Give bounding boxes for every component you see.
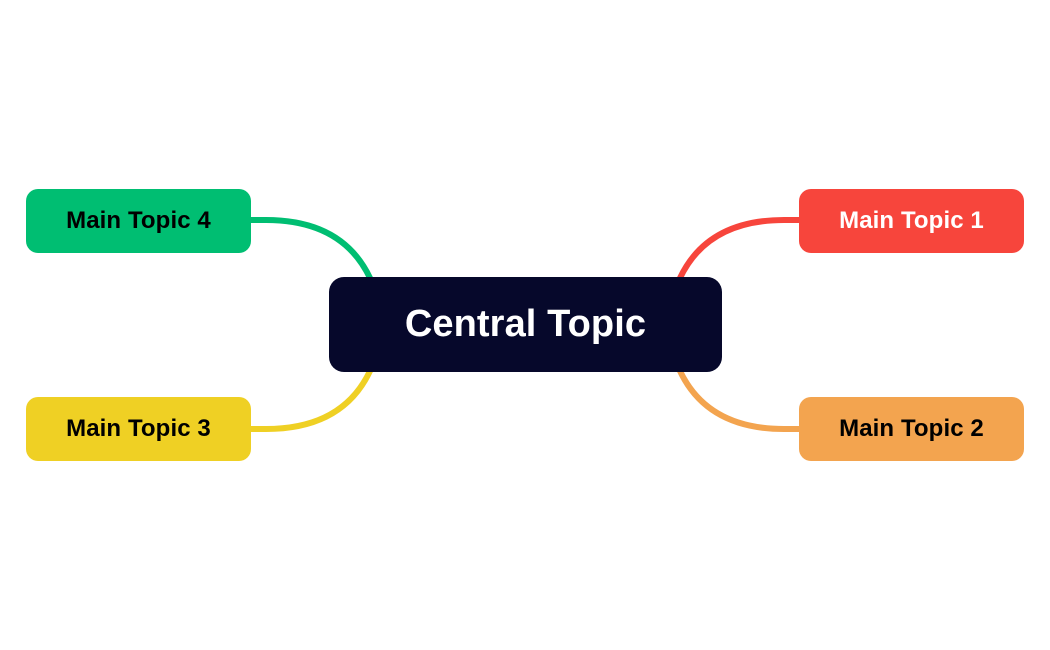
connector-topic-3 [246, 368, 373, 432]
node-label-main-topic-4: Main Topic 4 [66, 207, 211, 235]
node-label-central-topic: Central Topic [404, 302, 647, 345]
node-main-topic-4[interactable]: Main Topic 4 [26, 189, 251, 253]
connector-topic-4 [246, 217, 373, 281]
node-label-main-topic-3: Main Topic 3 [66, 415, 211, 443]
node-main-topic-3[interactable]: Main Topic 3 [26, 397, 251, 461]
node-label-main-topic-2: Main Topic 2 [839, 415, 984, 443]
node-central-topic[interactable]: Central Topic [329, 277, 722, 372]
node-label-main-topic-1: Main Topic 1 [839, 207, 984, 235]
node-main-topic-1[interactable]: Main Topic 1 [799, 189, 1024, 253]
connector-topic-1 [677, 217, 804, 281]
connector-topic-2 [677, 368, 804, 432]
node-main-topic-2[interactable]: Main Topic 2 [799, 397, 1024, 461]
